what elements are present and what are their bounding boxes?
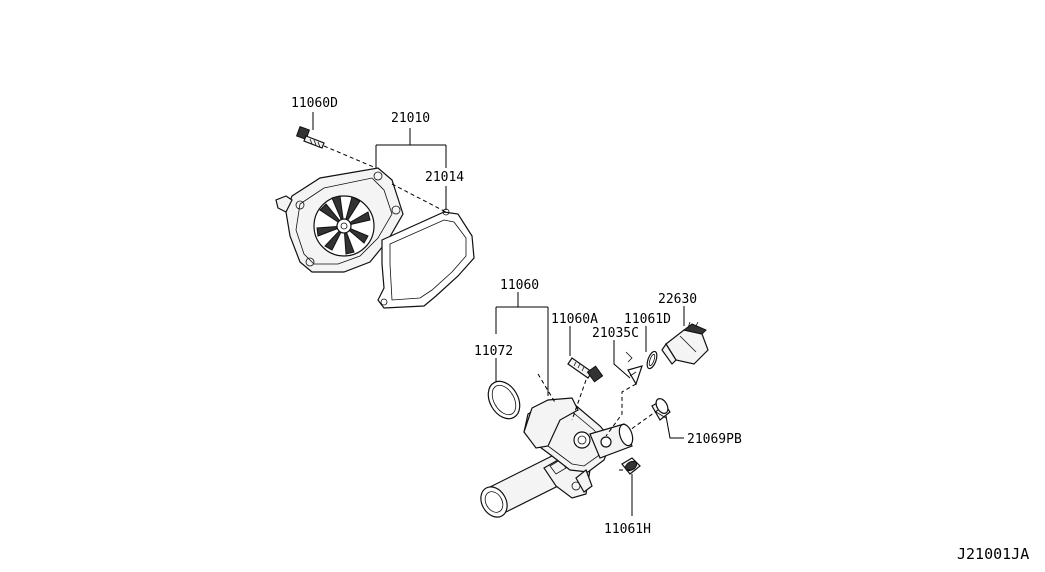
label-11060A: 11060A [551, 312, 598, 327]
temperature-sensor-22630 [661, 321, 709, 365]
label-11072: 11072 [474, 344, 513, 359]
cap-21069PB [651, 398, 671, 421]
label-22630: 22630 [658, 292, 697, 307]
water-pump-gasket [377, 208, 475, 309]
label-21010: 21010 [391, 111, 430, 126]
water-outlet-housing [480, 397, 634, 518]
label-21035C: 21035C [592, 326, 639, 341]
label-21069PB: 21069PB [687, 432, 742, 447]
plug-11061H [621, 457, 641, 475]
clip-21035C [625, 351, 643, 386]
impeller [316, 195, 371, 255]
label-21014: 21014 [425, 170, 464, 185]
water-pump-assembly [275, 167, 404, 273]
label-11060: 11060 [500, 278, 539, 293]
thermostat-gasket-11072 [487, 380, 521, 420]
label-11061H: 11061H [604, 522, 651, 537]
bolt-11060A [567, 357, 604, 383]
bolt-11060D [295, 125, 325, 149]
label-11060D: 11060D [291, 96, 338, 111]
label-11061D: 11061D [624, 312, 671, 327]
diagram-reference-code: J21001JA [957, 545, 1029, 563]
o-ring-11061D [646, 350, 658, 370]
